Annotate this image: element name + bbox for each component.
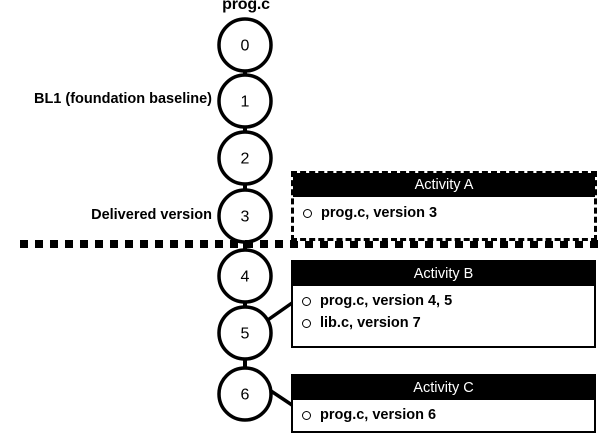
- activity-c-title: Activity C: [293, 376, 594, 400]
- activity-b-items: prog.c, version 4, 5 lib.c, version 7: [293, 286, 594, 338]
- version-nodes: 0 1 2 3 4 5 6: [217, 17, 273, 422]
- list-item-label: lib.c, version 7: [320, 315, 421, 331]
- version-node-circle[interactable]: [217, 366, 273, 422]
- version-node-circle[interactable]: [217, 73, 273, 129]
- version-node-0[interactable]: 0: [217, 17, 273, 73]
- circle-bullet-icon: [302, 318, 311, 328]
- list-item-label: prog.c, version 6: [320, 407, 437, 423]
- version-node-label: 4: [241, 269, 250, 286]
- branch-title: prog.c: [222, 0, 270, 13]
- baseline-separator-line: [20, 240, 600, 248]
- list-item[interactable]: prog.c, version 4, 5: [293, 290, 594, 312]
- activity-box-c[interactable]: Activity C prog.c, version 6: [291, 374, 596, 433]
- version-node-circle[interactable]: [217, 305, 273, 361]
- list-item[interactable]: lib.c, version 7: [293, 312, 594, 334]
- activity-c-items: prog.c, version 6: [293, 400, 594, 430]
- version-node-label: 3: [241, 209, 250, 226]
- version-node-1[interactable]: 1: [217, 73, 273, 129]
- annotation-delivered-version: Delivered version: [91, 207, 212, 223]
- version-node-label: 0: [241, 38, 250, 55]
- version-node-label: 2: [241, 151, 250, 168]
- list-item-label: prog.c, version 4, 5: [320, 293, 453, 309]
- activity-box-b[interactable]: Activity B prog.c, version 4, 5 lib.c, v…: [291, 260, 596, 348]
- annotation-foundation-baseline: BL1 (foundation baseline): [33, 91, 212, 107]
- circle-bullet-icon: [302, 410, 311, 420]
- list-item[interactable]: prog.c, version 3: [294, 202, 594, 224]
- version-node-circle[interactable]: [217, 17, 273, 73]
- circle-bullet-icon: [303, 208, 312, 218]
- list-item-label: prog.c, version 3: [321, 205, 438, 221]
- activity-a-title: Activity A: [293, 173, 595, 197]
- version-node-label: 1: [241, 94, 250, 111]
- version-node-6[interactable]: 6: [217, 366, 273, 422]
- circle-bullet-icon: [302, 296, 311, 306]
- version-node-5[interactable]: 5: [217, 305, 273, 361]
- activity-a-items: prog.c, version 3: [294, 198, 594, 228]
- activity-box-a[interactable]: Activity A prog.c, version 3: [291, 171, 597, 241]
- version-node-label: 5: [241, 326, 250, 343]
- version-node-circle[interactable]: [217, 130, 273, 186]
- activity-b-title: Activity B: [293, 262, 594, 286]
- version-node-circle[interactable]: [217, 248, 273, 304]
- list-item[interactable]: prog.c, version 6: [293, 404, 594, 426]
- version-node-label: 6: [241, 387, 250, 404]
- version-node-4[interactable]: 4: [217, 248, 273, 304]
- version-node-2[interactable]: 2: [217, 130, 273, 186]
- version-node-3[interactable]: 3: [217, 188, 273, 244]
